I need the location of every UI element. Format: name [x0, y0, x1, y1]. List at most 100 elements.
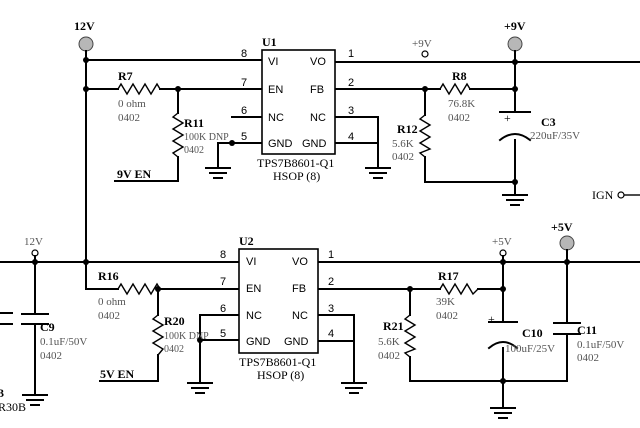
svg-text:NC: NC — [268, 112, 284, 124]
svg-text:0402: 0402 — [98, 310, 120, 322]
ground-symbol — [205, 167, 231, 179]
svg-text:C10: C10 — [522, 326, 543, 340]
svg-text:2: 2 — [328, 276, 334, 288]
u2-wires — [0, 255, 640, 409]
svg-text:0402: 0402 — [448, 112, 470, 124]
svg-text:6: 6 — [220, 303, 226, 315]
partial-component: 3 R30B — [0, 312, 26, 414]
resistor-r11: R11 100K DNP 0402 — [171, 112, 229, 158]
svg-text:R16: R16 — [98, 269, 119, 283]
svg-text:R11: R11 — [184, 116, 204, 130]
svg-text:12V: 12V — [24, 236, 43, 248]
svg-text:R17: R17 — [438, 269, 459, 283]
svg-text:5.6K: 5.6K — [378, 336, 400, 348]
svg-text:0402: 0402 — [164, 344, 184, 355]
resistor-r16: R16 0 ohm 0402 — [98, 269, 161, 322]
svg-text:7: 7 — [220, 276, 226, 288]
svg-text:R20: R20 — [164, 314, 185, 328]
svg-text:3: 3 — [328, 303, 334, 315]
svg-text:12V: 12V — [74, 19, 95, 33]
svg-text:FB: FB — [310, 84, 324, 96]
svg-text:220uF/35V: 220uF/35V — [530, 130, 580, 142]
svg-text:0402: 0402 — [378, 350, 400, 362]
net-label-9v-small: +9V — [412, 38, 432, 58]
ground-symbol — [365, 167, 391, 179]
svg-text:+: + — [504, 111, 511, 125]
net-label-5v-small: +5V — [492, 236, 512, 257]
svg-text:+9V: +9V — [412, 38, 432, 50]
svg-text:5: 5 — [220, 328, 226, 340]
resistor-r21: R21 5.6K 0402 — [378, 314, 417, 362]
svg-text:0 ohm: 0 ohm — [98, 296, 126, 308]
svg-text:76.8K: 76.8K — [448, 98, 475, 110]
svg-text:TPS7B8601-Q1: TPS7B8601-Q1 — [257, 156, 334, 170]
u2-junctions — [32, 259, 570, 384]
net-label-12v-small: 12V — [24, 236, 43, 257]
net-label-9v-en: 9V EN — [117, 167, 151, 181]
svg-text:3: 3 — [348, 105, 354, 117]
ground-symbol — [187, 382, 213, 394]
svg-text:GND: GND — [268, 138, 293, 150]
svg-text:R21: R21 — [383, 319, 404, 333]
regulator-u1: U1 TPS7B8601-Q1 HSOP (8) 8 7 6 5 VI EN N… — [241, 35, 354, 183]
u1-junctions — [83, 57, 518, 185]
svg-text:0402: 0402 — [40, 350, 62, 362]
svg-text:0402: 0402 — [577, 352, 599, 364]
svg-text:7: 7 — [241, 77, 247, 89]
svg-text:R8: R8 — [452, 69, 467, 83]
net-label-5v-en: 5V EN — [100, 367, 134, 381]
svg-text:8: 8 — [241, 48, 247, 60]
svg-text:0402: 0402 — [184, 145, 204, 156]
resistor-r17: R17 39K 0402 — [436, 269, 479, 322]
svg-text:+: + — [488, 312, 495, 326]
svg-text:0.1uF/50V: 0.1uF/50V — [577, 339, 624, 351]
svg-text:39K: 39K — [436, 296, 455, 308]
svg-text:U1: U1 — [262, 35, 277, 49]
svg-text:3: 3 — [0, 386, 4, 400]
svg-text:C3: C3 — [541, 115, 556, 129]
svg-text:+9V: +9V — [504, 19, 526, 33]
svg-text:0402: 0402 — [392, 151, 414, 163]
svg-text:GND: GND — [302, 138, 327, 150]
svg-text:+5V: +5V — [492, 236, 512, 248]
svg-text:VI: VI — [268, 56, 278, 68]
svg-text:100K DNP: 100K DNP — [184, 132, 229, 143]
svg-text:NC: NC — [310, 112, 326, 124]
capacitor-c10: + C10 100uF/25V — [487, 312, 555, 355]
power-flag-5v: +5V — [551, 220, 575, 262]
svg-text:FB: FB — [292, 283, 306, 295]
svg-text:1: 1 — [348, 48, 354, 60]
svg-text:+5V: +5V — [551, 220, 573, 234]
power-flag-9v: +9V — [504, 19, 526, 63]
ground-symbol — [490, 407, 516, 419]
net-port-ign: IGN — [592, 188, 640, 202]
svg-text:5.6K: 5.6K — [392, 138, 414, 150]
capacitor-c11: C11 0.1uF/50V 0402 — [553, 322, 624, 364]
ground-symbol — [502, 194, 528, 206]
resistor-r20: R20 100K DNP 0402 — [151, 314, 209, 356]
svg-text:NC: NC — [246, 310, 262, 322]
ground-symbol — [341, 382, 367, 394]
svg-text:C9: C9 — [40, 320, 55, 334]
power-flag-12v: 12V — [74, 19, 95, 61]
svg-text:4: 4 — [348, 131, 354, 143]
svg-text:0402: 0402 — [118, 112, 140, 124]
regulator-u2: U2 TPS7B8601-Q1 HSOP (8) 8 7 6 5 VI EN N… — [220, 234, 334, 382]
svg-text:100K DNP: 100K DNP — [164, 331, 209, 342]
svg-text:VO: VO — [310, 56, 326, 68]
capacitor-c3: + C3 220uF/35V — [498, 111, 580, 142]
capacitor-c9: C9 0.1uF/50V 0402 — [21, 313, 87, 362]
svg-text:NC: NC — [292, 310, 308, 322]
svg-text:EN: EN — [246, 283, 261, 295]
resistor-r12: R12 5.6K 0402 — [392, 114, 432, 163]
svg-text:5: 5 — [241, 131, 247, 143]
svg-text:R30B: R30B — [0, 400, 26, 414]
svg-text:GND: GND — [246, 336, 271, 348]
svg-text:0.1uF/50V: 0.1uF/50V — [40, 336, 87, 348]
svg-text:VO: VO — [292, 256, 308, 268]
svg-text:IGN: IGN — [592, 188, 614, 202]
svg-text:C11: C11 — [577, 323, 597, 337]
svg-text:R12: R12 — [397, 122, 418, 136]
ground-symbol — [22, 394, 48, 406]
